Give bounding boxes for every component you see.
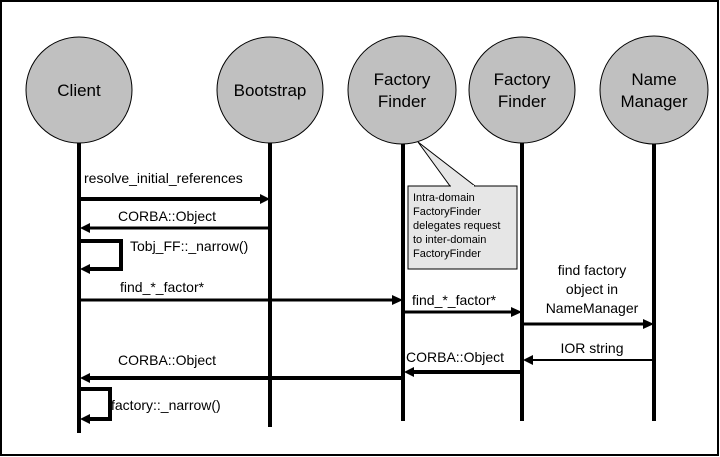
- msg-label-corba2: CORBA::Object: [406, 349, 504, 365]
- actor-client-label: Client: [57, 81, 101, 100]
- msg-label-factory-narrow: factory::_narrow(): [111, 397, 221, 413]
- msg-label-findnm-line3: NameManager: [546, 300, 639, 316]
- actor-ff2-circle: [468, 36, 576, 144]
- msg-factory-narrow-loop: [79, 387, 112, 421]
- msg-find2-arrowhead: [511, 307, 522, 317]
- actor-client: Client: [25, 36, 133, 144]
- msg-corba1-arrowhead: [80, 223, 90, 233]
- actor-ff1-circle: [347, 35, 457, 145]
- actor-bootstrap: Bootstrap: [216, 36, 324, 144]
- note-line-2: FactoryFinder: [413, 206, 481, 218]
- msg-factory-arrowhead: [80, 414, 90, 424]
- actor-factory-finder-2: Factory Finder: [468, 36, 576, 144]
- actor-client-circle: [25, 36, 133, 144]
- msg-label-findnm-line1: find factory: [558, 262, 626, 278]
- msg-label-find1: find_*_factor*: [120, 279, 205, 295]
- msg-findnm-arrowhead: [643, 319, 654, 329]
- actor-ff1-label-line1: Factory: [374, 70, 431, 89]
- actor-bootstrap-label: Bootstrap: [234, 81, 307, 100]
- msg-label-findnm-line2: object in: [566, 281, 618, 297]
- actor-nm-label-line2: Manager: [620, 92, 687, 111]
- msg-label-resolve: resolve_initial_references: [84, 170, 243, 186]
- msg-find1-arrowhead: [392, 295, 403, 305]
- msg-label-ior: IOR string: [560, 340, 623, 356]
- actor-ff1-label-line2: Finder: [378, 92, 427, 111]
- messages: [79, 194, 654, 424]
- msg-label-tobj-narrow: Tobj_FF::_narrow(): [130, 238, 248, 254]
- actor-factory-finder-1: Factory Finder: [347, 35, 457, 145]
- msg-label-corba1: CORBA::Object: [118, 208, 216, 224]
- note-callout: Intra-domain FactoryFinder delegates req…: [407, 141, 518, 270]
- note-box: [407, 185, 518, 270]
- msg-corba2-arrowhead: [404, 367, 414, 377]
- message-labels: resolve_initial_references CORBA::Object…: [84, 170, 639, 413]
- actor-ff2-label-line1: Factory: [494, 70, 551, 89]
- msg-label-find2: find_*_factor*: [412, 292, 497, 308]
- actor-bootstrap-circle: [216, 36, 324, 144]
- note-line-1: Intra-domain: [413, 192, 475, 204]
- note-line-5: FactoryFinder: [413, 248, 481, 260]
- msg-label-corba3: CORBA::Object: [118, 352, 216, 368]
- msg-corba3-arrowhead: [80, 373, 90, 383]
- note-line-4: to inter-domain: [413, 234, 486, 246]
- msg-ior-arrowhead: [523, 355, 533, 365]
- actor-nm-label-line1: Name: [631, 70, 676, 89]
- msg-tobj-narrow-loop: [79, 239, 123, 271]
- msg-resolve-arrowhead: [260, 194, 270, 204]
- actor-name-manager: Name Manager: [599, 35, 709, 145]
- actor-nm-circle: [599, 35, 709, 145]
- msg-tobj-arrowhead: [80, 264, 90, 274]
- note-line-3: delegates request: [413, 220, 500, 232]
- actor-ff2-label-line2: Finder: [498, 92, 547, 111]
